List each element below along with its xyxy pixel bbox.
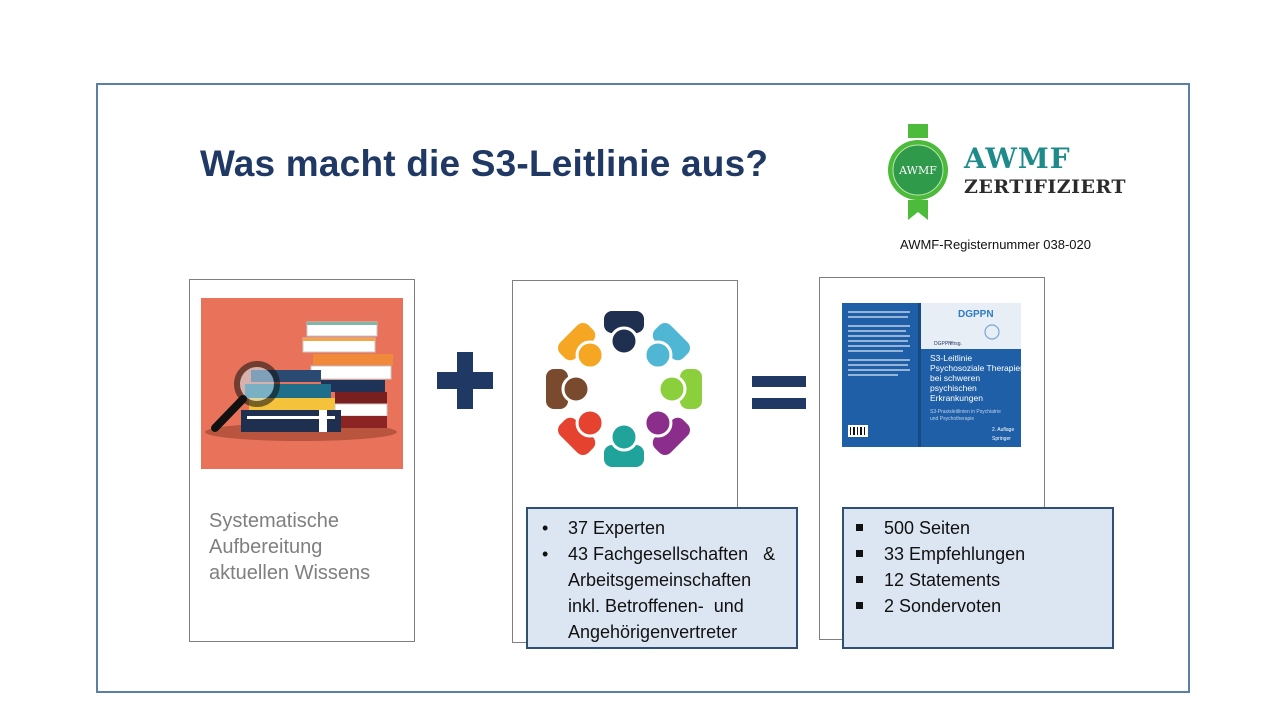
cover-springer: Springer — [992, 436, 1011, 442]
cover-author: DGPPN — [934, 341, 952, 347]
certified-label: ZERTIFIZIERT — [964, 176, 1127, 198]
cover-subtitle-line: und Psychotherapie — [930, 416, 974, 422]
list-item: 33 Empfehlungen — [854, 541, 1104, 567]
list-item: 2 Sondervoten — [854, 593, 1104, 619]
cover-title-line: bei schweren — [930, 373, 980, 383]
books-magnifier-illustration — [201, 298, 403, 469]
page-title: Was macht die S3-Leitlinie aus? — [200, 143, 769, 184]
cover-title-line: psychischen — [930, 383, 977, 393]
list-item: 12 Statements — [854, 567, 1104, 593]
caption-line: Aufbereitung — [209, 536, 323, 558]
list-item-text: Angehörigenvertreter — [568, 622, 738, 642]
bullet-marker: • — [542, 544, 549, 564]
square-bullet-icon — [856, 602, 863, 609]
list-item-text: 33 Empfehlungen — [884, 544, 1026, 564]
square-bullet-icon — [856, 550, 863, 557]
cover-title-line: Erkrankungen — [930, 393, 983, 403]
cover-title-line: S3-Leitlinie — [930, 353, 972, 363]
list-item-text: Arbeitsgemeinschaften — [568, 570, 752, 590]
slide-frame — [96, 83, 1190, 693]
caption-line: Systematische — [209, 510, 340, 532]
bullet-marker: • — [542, 518, 549, 538]
awmf-seal-icon: AWMF — [888, 124, 948, 220]
cover-title-line: Psychosoziale Therapien — [930, 363, 1021, 373]
cover-subtitle-line: S3-Praxisleitlinien in Psychiatrie — [930, 409, 1001, 415]
awmf-brand: AWMF — [964, 142, 1071, 175]
list-item-text: 37 Experten — [568, 518, 666, 538]
list-item: 500 Seiten — [854, 515, 1104, 541]
register-number: AWMF-Registernummer 038-020 — [900, 237, 1091, 252]
square-bullet-icon — [856, 524, 863, 531]
seal-text: AWMF — [898, 164, 937, 177]
list-item-text: inkl. Betroffenen- und — [568, 596, 744, 616]
book-info-box: 500 Seiten 33 Empfehlungen 12 Statements… — [842, 507, 1114, 649]
cover-edition: 2. Auflage — [992, 427, 1014, 433]
list-item: • 43 Fachgesellschaften & Arbeitsgemeins… — [536, 541, 788, 645]
list-item: • 37 Experten — [536, 515, 788, 541]
guideline-book-cover: DGPPN DGPPN Hrsg. S3-Leitlinie Psychosoz… — [842, 303, 1021, 447]
people-circle-illustration — [546, 311, 702, 467]
cover-publisher-logo: DGPPN — [958, 309, 994, 320]
list-item-text: 12 Statements — [884, 570, 1001, 590]
list-item-text: 43 Fachgesellschaften & — [568, 544, 776, 564]
knowledge-caption: Systematische Aufbereitung aktuellen Wis… — [209, 508, 370, 586]
experts-info-box: • 37 Experten • 43 Fachgesellschaften & … — [526, 507, 798, 649]
list-item-text: 500 Seiten — [884, 518, 971, 538]
caption-line: aktuellen Wissens — [209, 562, 371, 584]
square-bullet-icon — [856, 576, 863, 583]
list-item-text: 2 Sondervoten — [884, 596, 1002, 616]
plus-icon — [437, 352, 493, 409]
equals-icon — [752, 376, 806, 410]
cover-author-suffix: Hrsg. — [950, 341, 962, 347]
